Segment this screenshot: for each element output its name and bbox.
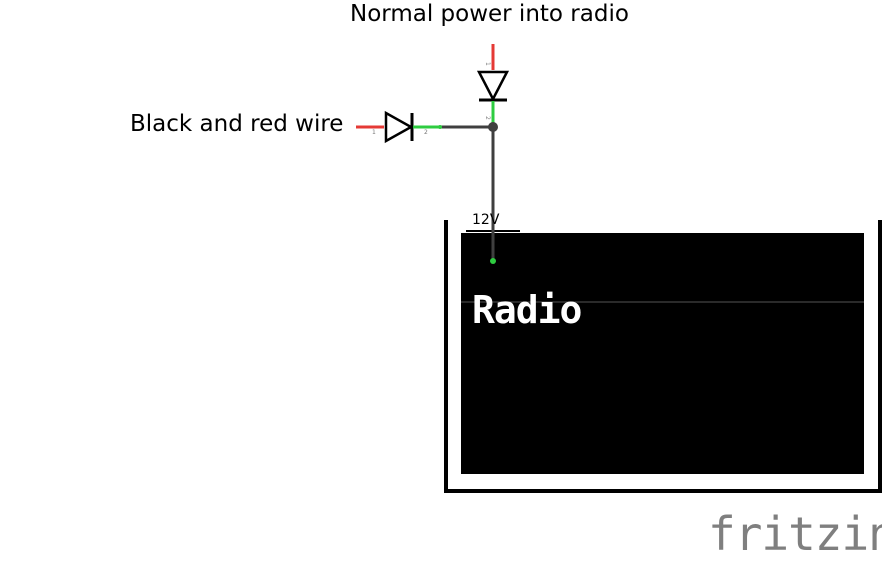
left-diode[interactable]: 1 2 [356,110,442,144]
top-diode-triangle [476,70,510,102]
junction-dot [488,122,498,132]
radio-body [461,233,864,474]
radio-power-pin[interactable] [490,258,496,264]
left-diode-triangle [384,110,414,144]
radio-enclosure [444,220,882,493]
left-diode-end-dot [438,125,442,129]
fritzing-watermark: fritzing [708,507,882,561]
left-diode-pin1: 1 [372,129,376,136]
left-diode-pin2: 2 [424,129,428,136]
wires [440,125,495,262]
top-diode-pin2: 2 [484,116,491,120]
diagram-label-black-red-wire: Black and red wire [130,111,344,137]
voltage-pin-label: 12V [472,212,500,228]
radio-label: Radio [472,288,582,332]
diagram-label-normal-power: Normal power into radio [350,1,629,27]
top-diode[interactable]: 1 2 [476,44,510,125]
top-diode-pin1: 1 [484,62,491,66]
